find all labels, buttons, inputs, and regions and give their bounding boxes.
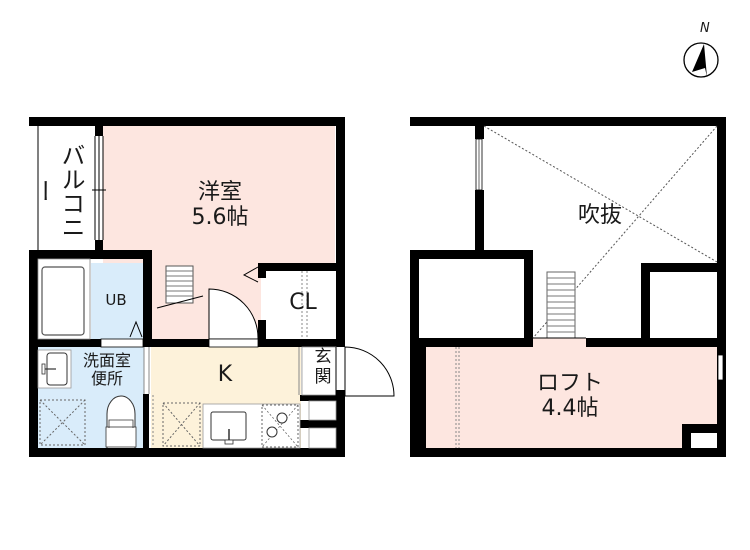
washroom-label: 洗面室 便所 [82, 351, 131, 389]
loft-fill [426, 346, 718, 449]
unit-bath-label: UB [105, 291, 127, 309]
western-room-fill [103, 126, 335, 268]
balcony-label: バルコニー [29, 143, 85, 239]
closet-label: CL [289, 290, 317, 315]
western-room-name: 洋室 [197, 180, 242, 205]
unit-bath-fill [91, 263, 144, 339]
western-room-label: 洋室 5.6帖 [170, 180, 270, 231]
kitchen-label: K [217, 362, 233, 387]
entrance-label: 玄関 [314, 347, 332, 387]
loft-label: ロフト 4.4帖 [520, 371, 620, 422]
void-label: 吹抜 [577, 203, 622, 228]
loft-name: ロフト [536, 371, 603, 396]
compass-label: N [700, 21, 710, 36]
loft-size: 4.4帖 [541, 396, 599, 422]
north-arrow-icon [683, 42, 719, 78]
western-room-size: 5.6帖 [191, 205, 249, 231]
